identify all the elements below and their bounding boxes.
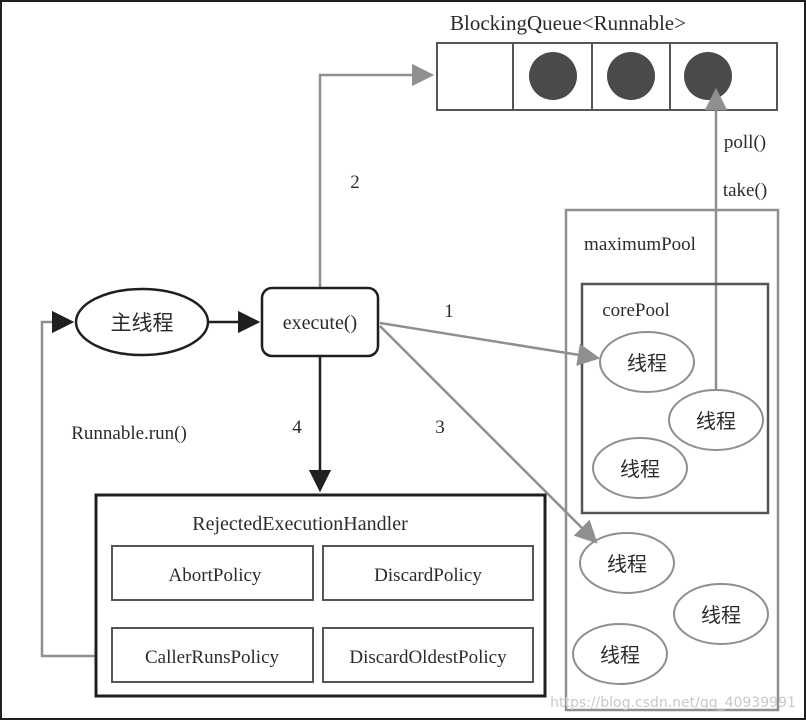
max-pool-thread: 线程 bbox=[673, 583, 769, 645]
step-4-label: 4 bbox=[292, 417, 302, 438]
step-2-label: 2 bbox=[350, 172, 360, 193]
thread-label: 线程 bbox=[600, 643, 640, 667]
max-pool-thread: 线程 bbox=[572, 623, 668, 685]
policy-abort: AbortPolicy bbox=[111, 545, 314, 601]
thread-label: 线程 bbox=[607, 552, 647, 576]
step-3-label: 3 bbox=[435, 417, 445, 438]
policy-label: AbortPolicy bbox=[169, 565, 262, 586]
watermark: https://blog.csdn.net/qq_40939991 bbox=[550, 695, 796, 711]
runnable-run-label: Runnable.run() bbox=[71, 423, 187, 444]
main-thread-node: 主线程 bbox=[74, 287, 210, 357]
main-thread-label: 主线程 bbox=[111, 311, 174, 335]
blocking-queue bbox=[436, 42, 778, 111]
thread-label: 线程 bbox=[701, 603, 741, 627]
thread-label: 线程 bbox=[696, 409, 736, 433]
max-pool-thread: 线程 bbox=[579, 532, 675, 594]
core-pool-thread: 线程 bbox=[599, 331, 695, 393]
arrow-caller-runs-feedback bbox=[40, 310, 112, 658]
arrow-to-core-pool bbox=[379, 321, 601, 366]
queue-label: BlockingQueue<Runnable> bbox=[450, 11, 686, 35]
core-pool-label: corePool bbox=[602, 300, 670, 321]
policy-discard: DiscardPolicy bbox=[322, 545, 534, 601]
policy-label: CallerRunsPolicy bbox=[145, 647, 280, 668]
execute-node: execute() bbox=[260, 286, 380, 358]
policy-label: DiscardPolicy bbox=[374, 565, 482, 586]
take-label: take() bbox=[723, 180, 767, 201]
maximum-pool-label: maximumPool bbox=[584, 234, 696, 255]
policy-discard-oldest: DiscardOldestPolicy bbox=[322, 627, 534, 683]
queued-task-ball bbox=[529, 52, 577, 100]
step-1-label: 1 bbox=[444, 301, 454, 322]
queued-task-ball bbox=[684, 52, 732, 100]
maximum-pool-box bbox=[564, 208, 780, 712]
thread-label: 线程 bbox=[627, 351, 667, 375]
arrow-to-queue bbox=[318, 63, 435, 288]
policy-caller-runs: CallerRunsPolicy bbox=[111, 627, 314, 683]
queued-task-ball bbox=[607, 52, 655, 100]
execute-label: execute() bbox=[283, 312, 357, 334]
core-pool-thread: 线程 bbox=[592, 437, 688, 499]
core-pool-box bbox=[580, 282, 770, 515]
arrow-to-maximum-pool bbox=[379, 325, 598, 544]
rejected-handler-label: RejectedExecutionHandler bbox=[192, 513, 408, 535]
thread-label: 线程 bbox=[620, 457, 660, 481]
poll-label: poll() bbox=[724, 132, 766, 153]
policy-label: DiscardOldestPolicy bbox=[349, 647, 507, 668]
core-pool-thread: 线程 bbox=[668, 389, 764, 451]
